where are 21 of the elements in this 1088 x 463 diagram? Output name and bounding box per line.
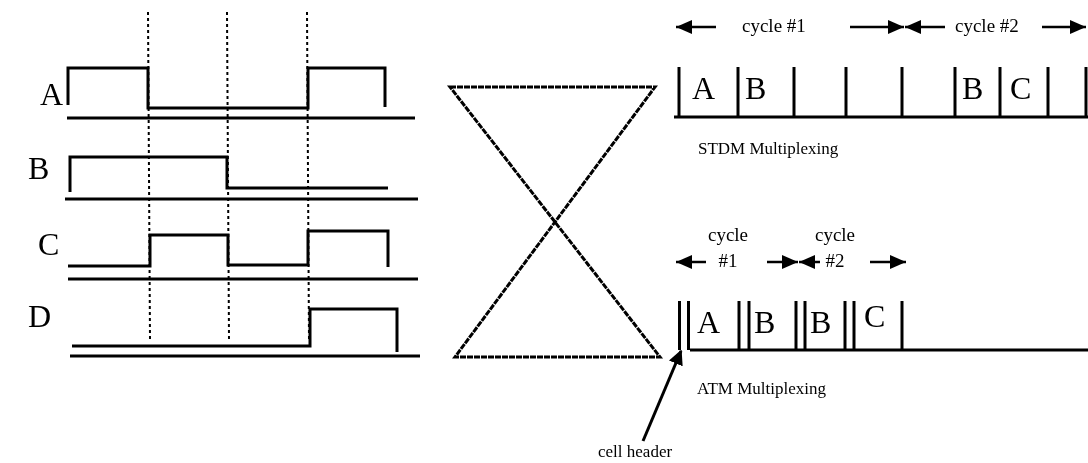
- cell-letter: C: [864, 300, 886, 332]
- signal-name: C: [38, 228, 60, 260]
- cell-letter: A: [697, 306, 721, 338]
- cycle-label: cycle #1: [706, 223, 750, 273]
- cycle-label: cycle #1: [742, 16, 806, 35]
- slot-letter: B: [962, 72, 984, 104]
- callout-label: cell header: [598, 443, 673, 460]
- cell-header: [678, 301, 690, 350]
- slot-letter: B: [745, 72, 767, 104]
- slot-letter: A: [692, 72, 716, 104]
- cell-letter: B: [810, 306, 832, 338]
- signal-name: D: [28, 300, 52, 332]
- leader-line: [641, 349, 683, 442]
- caption: STDM Multiplexing: [698, 140, 839, 157]
- caption: ATM Multiplexing: [697, 380, 826, 397]
- cell-letter: B: [754, 306, 776, 338]
- signal-name: B: [28, 152, 50, 184]
- cycle-label: cycle #2: [955, 16, 1019, 35]
- cycle-label: cycle #2: [813, 223, 857, 273]
- signal-name: A: [40, 78, 64, 110]
- slot-letter: C: [1010, 72, 1032, 104]
